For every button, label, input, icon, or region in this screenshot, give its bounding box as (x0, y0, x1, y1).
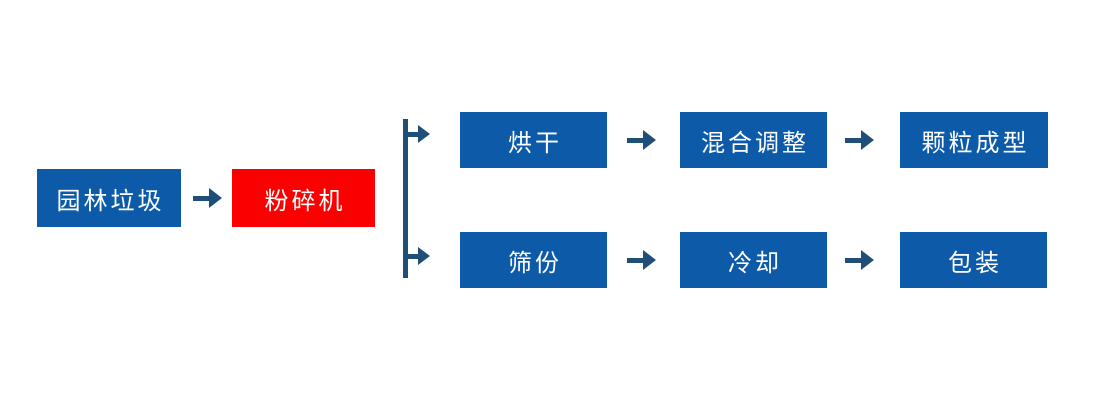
arrow-right-icon (627, 250, 656, 270)
branch-arrow-bottom-icon (405, 247, 430, 265)
node-label: 筛份 (508, 248, 562, 277)
node-crusher: 粉碎机 (232, 169, 375, 227)
arrow-stem (405, 131, 418, 137)
arrow-stem (193, 195, 209, 201)
node-label: 烘干 (508, 128, 562, 157)
node-label: 包装 (948, 248, 1002, 277)
arrow-head (861, 130, 874, 150)
node-mixing-adjustment: 混合调整 (680, 112, 827, 168)
node-packaging: 包装 (900, 232, 1047, 288)
arrow-head (209, 188, 222, 208)
node-drying: 烘干 (460, 112, 607, 168)
node-label: 粉碎机 (264, 186, 346, 215)
node-cooling: 冷却 (680, 232, 827, 288)
arrow-right-icon (627, 130, 656, 150)
node-pellet-forming: 颗粒成型 (900, 112, 1048, 168)
arrow-head (643, 130, 656, 150)
arrow-stem (845, 257, 861, 263)
arrow-stem (627, 137, 643, 143)
arrow-stem (405, 253, 418, 259)
node-label: 混合调整 (701, 128, 809, 157)
node-label: 园林垃圾 (56, 186, 165, 215)
branch-arrow-top-icon (405, 125, 430, 143)
node-sieving: 筛份 (460, 232, 607, 288)
branch-connector-line (403, 119, 408, 278)
arrow-stem (845, 137, 861, 143)
arrow-stem (627, 257, 643, 263)
node-label: 颗粒成型 (921, 128, 1030, 157)
arrow-head (418, 247, 430, 265)
node-label: 冷却 (728, 248, 782, 277)
node-garden-waste: 园林垃圾 (37, 169, 181, 227)
arrow-right-icon (845, 250, 874, 270)
arrow-head (643, 250, 656, 270)
arrow-head (861, 250, 874, 270)
arrow-right-icon (845, 130, 874, 150)
arrow-right-icon (193, 188, 222, 208)
arrow-head (418, 125, 430, 143)
